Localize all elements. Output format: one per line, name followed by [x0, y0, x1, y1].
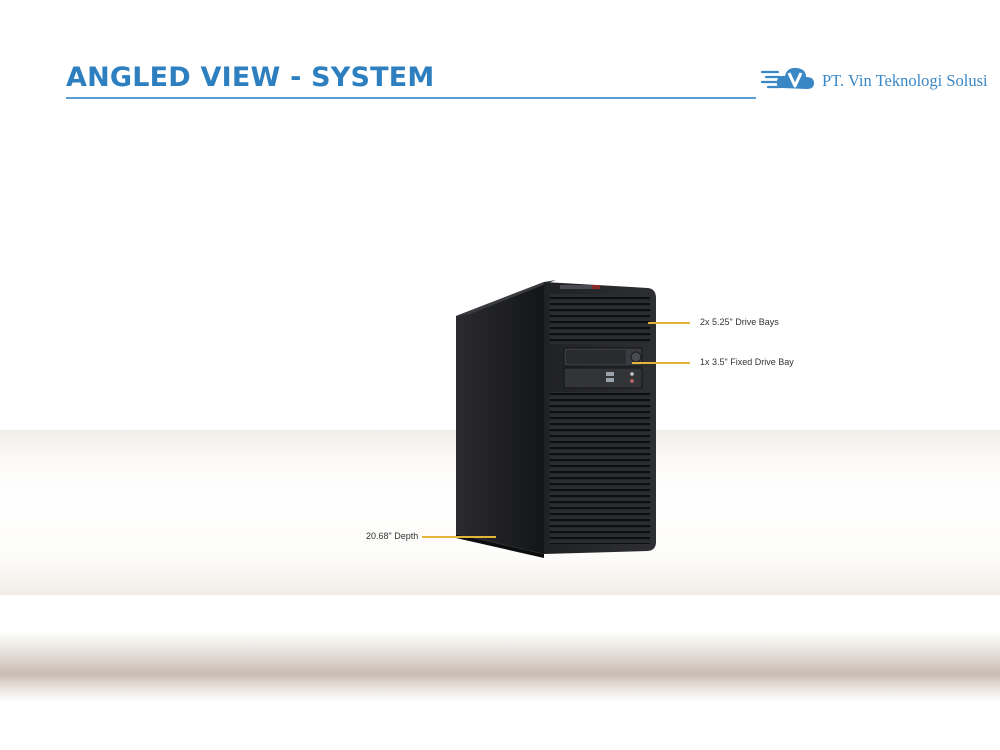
- tower-server-image: [456, 280, 656, 558]
- cloud-v-logo-icon: [760, 67, 814, 89]
- callout-label-drive-bays: 2x 5.25" Drive Bays: [700, 317, 779, 327]
- callout-line-depth: [422, 536, 496, 538]
- callout-label-fixed-drive-bay: 1x 3.5" Fixed Drive Bay: [700, 357, 794, 367]
- title-underline: [66, 97, 756, 99]
- company-logo: PT. Vin Teknologi Solusi: [760, 62, 990, 96]
- background-floor-edge: [0, 632, 1000, 702]
- company-name: PT. Vin Teknologi Solusi: [822, 71, 988, 90]
- callout-label-depth: 20.68" Depth: [366, 531, 419, 541]
- callout-line-drive-bays: [648, 322, 690, 324]
- slide-title: ANGLED VIEW - SYSTEM: [66, 62, 435, 93]
- callout-line-fixed-drive-bay: [632, 362, 690, 364]
